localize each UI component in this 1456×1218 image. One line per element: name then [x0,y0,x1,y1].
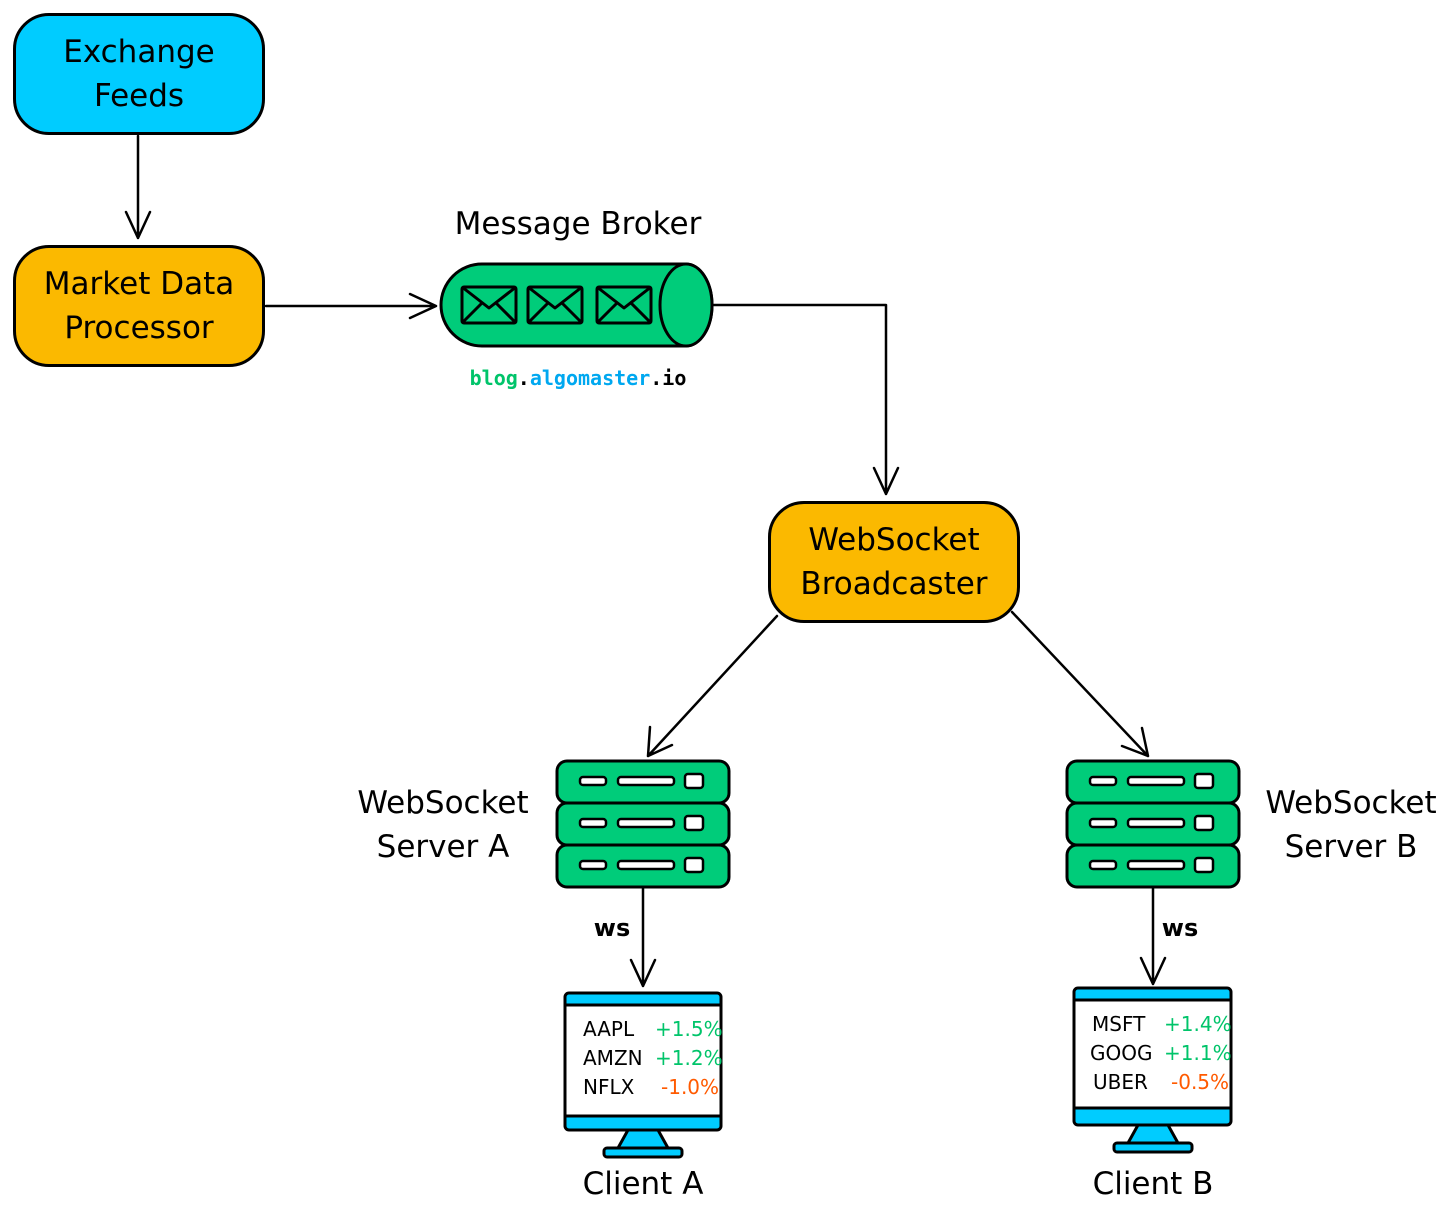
watermark-part1: blog [469,366,518,390]
server-a-icon [555,759,731,889]
quote-symbol: GOOG [1090,1041,1153,1065]
watermark-dot1: . [517,366,530,390]
server-a-line2: Server A [376,829,510,865]
quote-change: +1.1% [1164,1041,1232,1065]
server-b-label: WebSocket Server B [1246,781,1456,869]
arrow-feeds-to-processor [124,134,152,240]
quote-change: +1.5% [655,1017,723,1041]
client-a-monitor-icon [563,991,723,1159]
server-b-line2: Server B [1284,829,1418,865]
server-b-line1: WebSocket [1265,785,1437,821]
market-data-processor-node: Market Data Processor [13,245,265,367]
quote-change: +1.4% [1164,1012,1232,1036]
message-broker-label: Message Broker [454,206,702,242]
quote-symbol: NFLX [583,1075,635,1099]
server-a-label: WebSocket Server A [333,781,553,869]
arrow-server-b-to-client-b [1139,885,1167,986]
quote-symbol: AAPL [583,1017,635,1041]
ws-label-b: ws [1161,914,1199,942]
quote-change: -0.5% [1171,1070,1230,1094]
websocket-broadcaster-node: WebSocket Broadcaster [768,501,1020,623]
quote-change: +1.2% [655,1046,723,1070]
client-b-label: Client B [1092,1166,1214,1202]
envelope-icon [526,285,584,325]
watermark: blog.algomaster.io [428,366,728,390]
arrow-server-a-to-client-a [629,885,657,988]
quote-symbol: UBER [1093,1070,1148,1094]
websocket-broadcaster-line1: WebSocket [808,522,980,558]
arrow-broker-to-broadcaster [710,303,900,496]
exchange-feeds-line2: Feeds [93,78,185,114]
websocket-broadcaster-line2: Broadcaster [800,566,988,602]
arrow-broadcaster-to-server-a [646,614,779,758]
exchange-feeds-line1: Exchange [63,34,215,70]
arrow-processor-to-broker [264,292,438,320]
server-b-icon [1065,759,1241,889]
watermark-part3: io [662,366,687,390]
server-a-line1: WebSocket [357,785,529,821]
quote-symbol: AMZN [583,1046,643,1070]
ws-label-a: ws [593,914,631,942]
quote-symbol: MSFT [1092,1012,1146,1036]
watermark-part2: algomaster [529,366,651,390]
envelope-icon [595,285,653,325]
client-b-monitor-icon [1072,986,1233,1154]
exchange-feeds-node: Exchange Feeds [13,13,265,135]
client-a-label: Client A [582,1166,704,1202]
arrow-broadcaster-to-server-b [1010,610,1150,758]
watermark-dot2: . [650,366,663,390]
quote-change: -1.0% [661,1075,720,1099]
market-data-processor-line1: Market Data [43,266,235,302]
market-data-processor-line2: Processor [64,310,214,346]
envelope-icon [460,285,518,325]
